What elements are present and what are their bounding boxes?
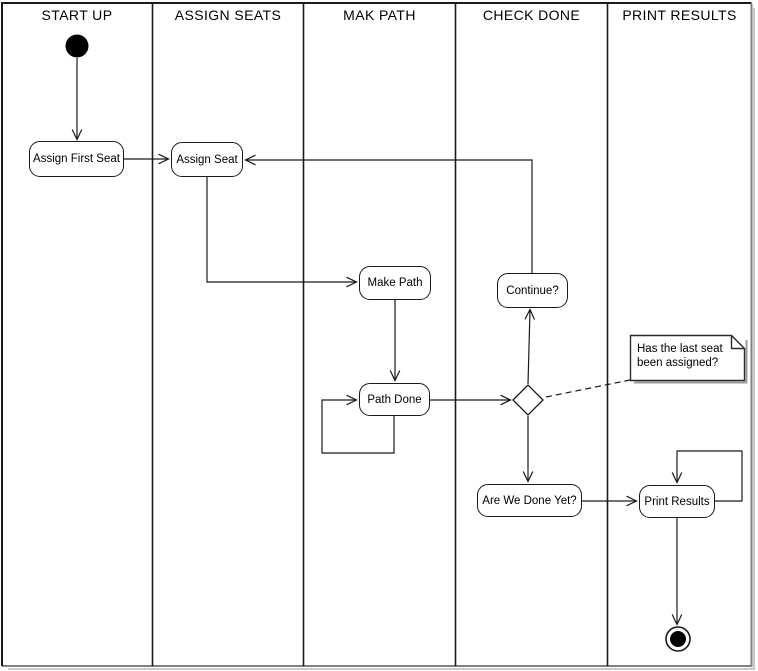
activity-label: Assign Seat — [176, 153, 238, 166]
edge-path-done-self-loop — [321, 394, 395, 454]
activity-label: Continue? — [506, 284, 559, 297]
note-shape — [629, 334, 746, 382]
activity-label: Make Path — [367, 277, 423, 289]
final-node-inner-dot-icon — [670, 631, 686, 647]
note-shadow — [634, 340, 748, 384]
lane-title-assign-seats: ASSIGN SEATS — [174, 7, 282, 23]
lane-title-print-results: PRINT RESULTS — [622, 7, 737, 23]
note-line-2: been assigned? — [637, 357, 719, 369]
lane-title-start-up: START UP — [41, 7, 113, 23]
activity-assign-first-seat: Assign First Seat — [29, 141, 124, 177]
activity-path-done: Path Done — [359, 383, 430, 416]
frame-shadow — [8, 8, 755, 670]
lane-title-check-done: CHECK DONE — [482, 7, 581, 23]
lane-title-mak-path: MAK PATH — [343, 7, 416, 23]
frame-bottom-right — [2, 4, 753, 667]
edge-decision-to-continue — [524, 308, 536, 385]
edge-continue-to-assign-seat — [244, 154, 533, 273]
activity-label: Print Results — [644, 495, 710, 508]
activity-are-we-done-yet: Are We Done Yet? — [477, 484, 582, 517]
edge-print-results-self-loop — [671, 450, 743, 502]
edge-note-attachment-dashed — [545, 379, 631, 398]
decision-diamond-icon — [512, 384, 544, 416]
edge-assign-seat-to-make-path — [206, 177, 358, 288]
activity-make-path: Make Path — [359, 266, 431, 300]
activity-label: Assign First Seat — [33, 153, 120, 165]
initial-node-icon — [65, 34, 89, 58]
activity-label: Are We Done Yet? — [482, 494, 577, 507]
activity-label: Path Done — [367, 393, 422, 406]
note-fold-icon — [730, 335, 745, 350]
activity-assign-seat: Assign Seat — [171, 142, 243, 177]
note-line-1: Has the last seat — [637, 343, 723, 355]
activity-print-results: Print Results — [639, 485, 715, 518]
activity-continue: Continue? — [497, 273, 568, 308]
note-text: Has the last seat been assigned? — [630, 335, 745, 381]
